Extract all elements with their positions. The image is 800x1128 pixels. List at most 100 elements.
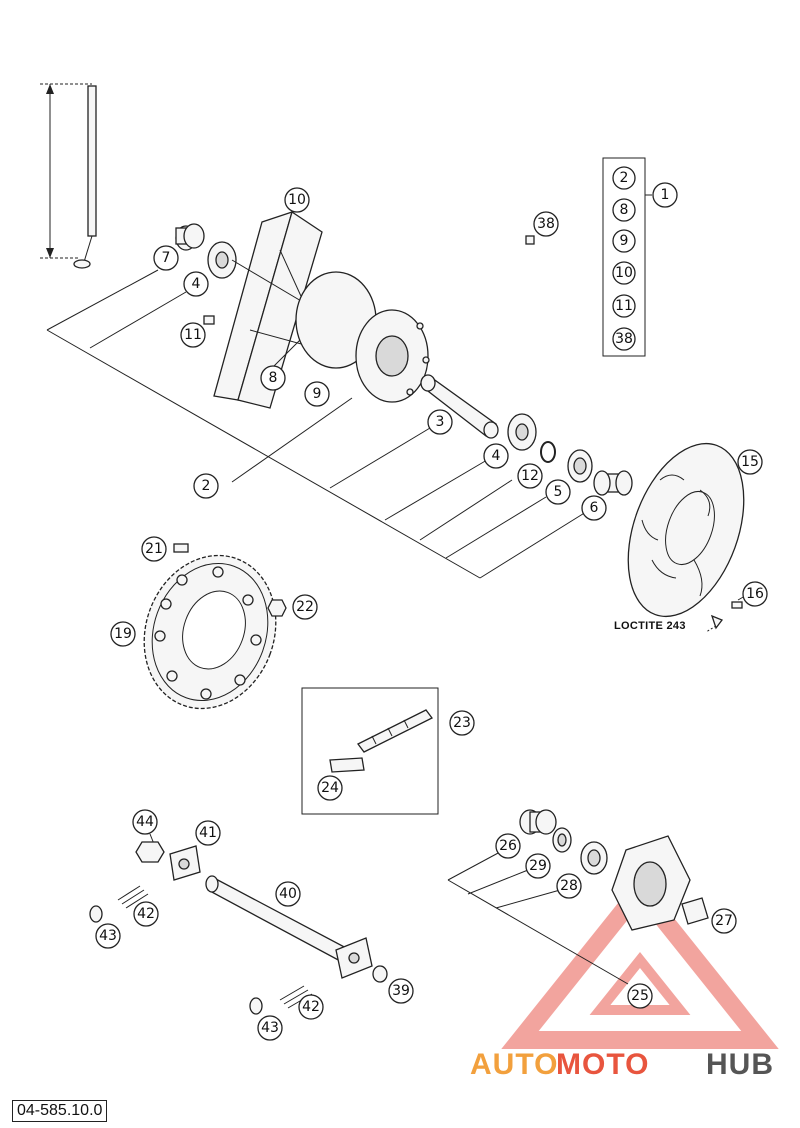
callout-43: 43 [257, 1015, 283, 1041]
svg-text:23: 23 [453, 715, 471, 731]
callout-44: 44 [132, 809, 158, 835]
kit-item-10: 10 [612, 261, 636, 285]
callout-24: 24 [317, 775, 343, 801]
svg-text:4: 4 [492, 448, 501, 464]
svg-text:38: 38 [537, 216, 555, 232]
callout-26: 26 [495, 833, 521, 859]
svg-text:25: 25 [631, 988, 649, 1004]
callout-39: 39 [388, 978, 414, 1004]
callout-4: 4 [183, 271, 209, 297]
svg-text:11: 11 [615, 298, 633, 314]
svg-text:26: 26 [499, 838, 517, 854]
svg-text:12: 12 [521, 468, 539, 484]
svg-text:9: 9 [620, 233, 629, 249]
svg-text:8: 8 [269, 370, 278, 386]
svg-text:21: 21 [145, 541, 163, 557]
kit-item-8: 8 [612, 198, 636, 222]
callout-4: 4 [483, 443, 509, 469]
svg-text:39: 39 [392, 983, 410, 999]
sprocket-nut [267, 599, 287, 617]
svg-text:2: 2 [202, 478, 211, 494]
watermark-part-moto: MOTO [556, 1048, 649, 1081]
svg-text:5: 5 [554, 484, 563, 500]
svg-text:7: 7 [162, 250, 171, 266]
wheel-spacer [593, 470, 633, 496]
chain-master-link [329, 757, 365, 773]
callout-3: 3 [427, 409, 453, 435]
callout-10: 10 [284, 187, 310, 213]
sprocket-carrier [611, 835, 691, 931]
svg-text:10: 10 [615, 265, 633, 281]
watermark-wordmark: AUTO MOTO HUB [470, 1048, 774, 1081]
callout-11: 11 [180, 322, 206, 348]
callout-27: 27 [711, 908, 737, 934]
callout-7: 7 [153, 245, 179, 271]
shaft-seal [567, 449, 593, 483]
callout-22: 22 [292, 594, 318, 620]
wheel-bearing-left [207, 241, 237, 279]
document-number: 04-585.10.0 [12, 1100, 108, 1122]
svg-text:41: 41 [199, 825, 217, 841]
sprocket-bolt [173, 543, 189, 553]
chain-adjuster [169, 845, 201, 881]
svg-text:3: 3 [436, 414, 445, 430]
callout-41: 41 [195, 820, 221, 846]
svg-text:9: 9 [313, 386, 322, 402]
callout-42: 42 [133, 901, 159, 927]
svg-text:43: 43 [99, 928, 117, 944]
callout-42: 42 [298, 994, 324, 1020]
callout-21: 21 [141, 536, 167, 562]
valve-cap [525, 235, 535, 245]
callout-5: 5 [545, 479, 571, 505]
svg-text:28: 28 [560, 878, 578, 894]
callout-2: 2 [193, 473, 219, 499]
callout-38: 38 [533, 211, 559, 237]
svg-text:19: 19 [114, 626, 132, 642]
callout-8: 8 [260, 365, 286, 391]
carrier-seal [552, 827, 572, 853]
watermark-logo [501, 875, 779, 1049]
kit-item-38: 38 [612, 327, 636, 351]
adjuster-washer [89, 905, 263, 1015]
adjuster-nut [135, 841, 165, 863]
callout-6: 6 [581, 495, 607, 521]
svg-text:6: 6 [590, 500, 599, 516]
svg-text:42: 42 [137, 906, 155, 922]
svg-text:29: 29 [529, 858, 547, 874]
svg-text:38: 38 [615, 331, 633, 347]
svg-text:4: 4 [192, 276, 201, 292]
svg-text:42: 42 [302, 999, 320, 1015]
callout-1: 1 [652, 182, 678, 208]
svg-text:40: 40 [279, 886, 297, 902]
svg-text:15: 15 [741, 454, 759, 470]
carrier-bushing [519, 809, 557, 835]
brake-disc [627, 442, 745, 618]
callout-40: 40 [275, 881, 301, 907]
callout-25: 25 [627, 983, 653, 1009]
circlip [540, 441, 556, 463]
wheel-axle [205, 875, 373, 979]
watermark-part-hub: HUB [706, 1048, 774, 1081]
watermark-part-auto: AUTO [470, 1048, 558, 1081]
distance-sleeve [420, 374, 499, 439]
svg-text:10: 10 [288, 192, 306, 208]
loctite-note: LOCTITE 243 [614, 620, 686, 632]
svg-text:11: 11 [184, 327, 202, 343]
chain-box [301, 687, 439, 815]
spoke-length-dimension [40, 83, 92, 259]
svg-text:43: 43 [261, 1020, 279, 1036]
spacer-bushing [175, 223, 205, 251]
callout-16: 16 [742, 581, 768, 607]
kit-item-9: 9 [612, 229, 636, 253]
callout-28: 28 [556, 873, 582, 899]
callout-9: 9 [304, 381, 330, 407]
leader-lines-carrier [447, 851, 629, 985]
callout-12: 12 [517, 463, 543, 489]
spoke-nipple [203, 315, 215, 325]
drive-chain [357, 709, 433, 753]
svg-text:1: 1 [661, 187, 670, 203]
svg-text:8: 8 [620, 202, 629, 218]
svg-text:2: 2 [620, 170, 629, 186]
callout-19: 19 [110, 621, 136, 647]
